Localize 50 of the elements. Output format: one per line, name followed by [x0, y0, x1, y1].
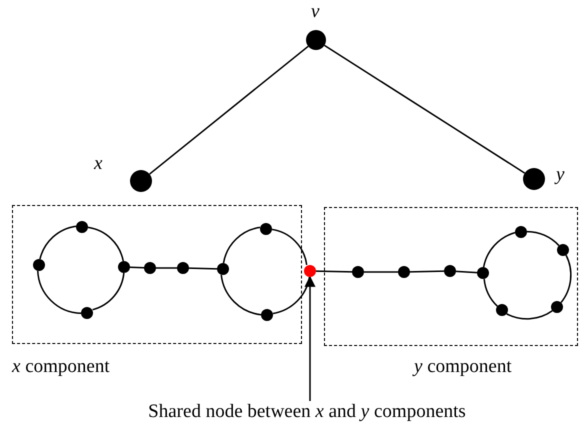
vertex-dot	[81, 307, 93, 319]
component-label: y component	[414, 357, 512, 378]
vertex-dot	[217, 263, 229, 275]
vertex-dot	[76, 221, 88, 233]
vertex-dot	[444, 265, 456, 277]
graph-edge	[88, 226, 124, 262]
graph-edge	[410, 270, 444, 273]
arrow	[304, 276, 316, 401]
vertex-dot	[177, 262, 189, 274]
graph-edge	[324, 44, 526, 174]
vertex-dot	[118, 261, 130, 273]
annotation-text: Shared node between x and y components	[148, 402, 466, 423]
graph-edge	[39, 226, 76, 260]
graph-edge	[456, 270, 478, 274]
component-label: x component	[12, 357, 110, 378]
graph-edge	[483, 278, 498, 307]
vertex-label: v	[311, 2, 320, 21]
vertex-dot	[144, 262, 156, 274]
graph-edge	[316, 270, 352, 273]
vertex-dot	[557, 244, 569, 256]
vertex-dot	[398, 266, 410, 278]
graph-edge	[364, 271, 398, 273]
graph-edge	[149, 46, 309, 175]
graph-edge	[506, 310, 553, 320]
vertex-dot	[352, 266, 364, 278]
vertex-label: y	[556, 165, 564, 184]
vertex-dot	[260, 223, 272, 235]
graph-edge	[37, 270, 82, 314]
graph-edge	[130, 266, 144, 269]
vertex-dot	[477, 267, 489, 279]
graph-edge	[526, 230, 560, 246]
graph-edge	[92, 272, 125, 310]
graph-edge	[482, 232, 516, 268]
vertex-dot	[523, 168, 545, 190]
graph-edge	[188, 267, 218, 270]
vertex-dot	[496, 304, 508, 316]
graph-edge	[156, 267, 177, 269]
vertex-dot	[306, 30, 326, 50]
graph-edge	[222, 226, 260, 264]
vertex-label: x	[94, 154, 102, 173]
graph-edge	[560, 254, 572, 304]
vertex-dot	[304, 265, 316, 277]
vertex-dot	[551, 301, 563, 313]
vertex-dot	[261, 309, 273, 321]
graph-edge	[272, 228, 308, 266]
vertex-dot	[130, 170, 152, 192]
graph-edge	[220, 274, 262, 316]
vertex-dot	[33, 259, 45, 271]
vertex-dot	[515, 226, 527, 238]
graph-edge	[272, 276, 310, 314]
